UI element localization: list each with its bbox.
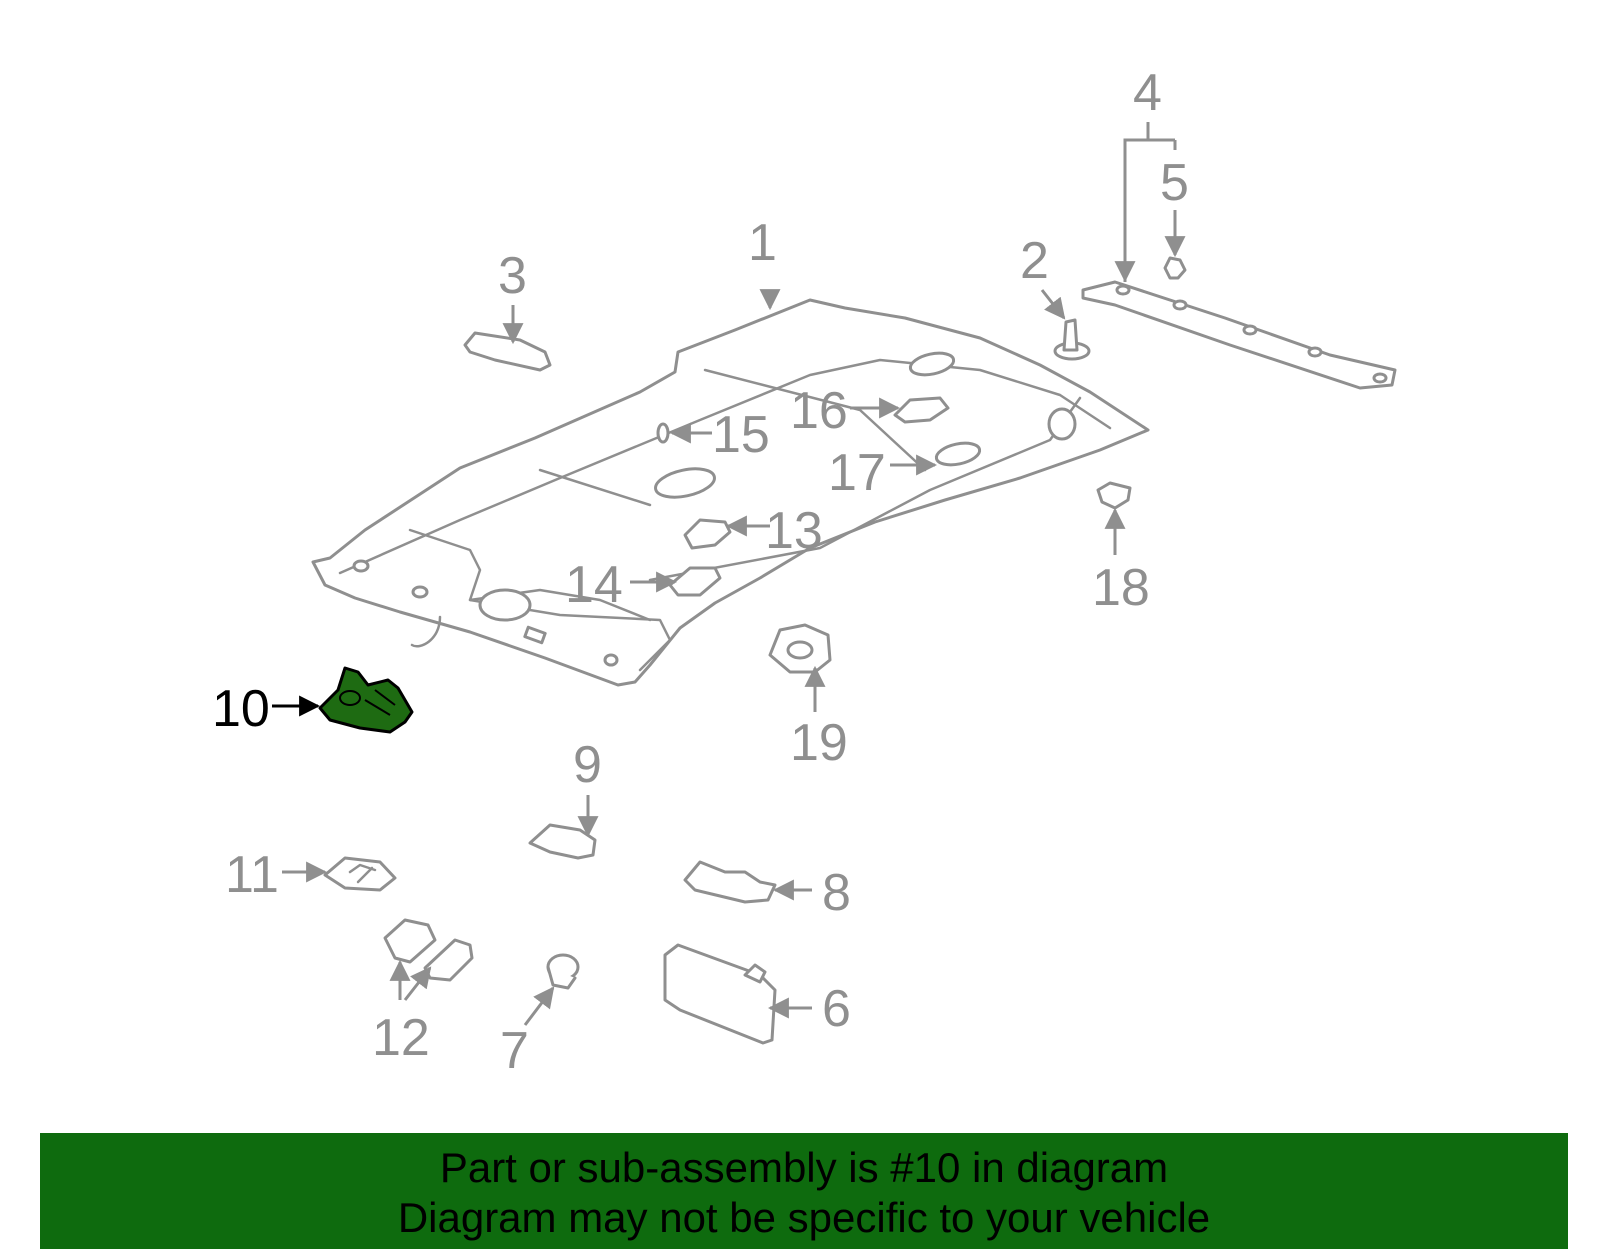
part-7-hook[interactable] [546,953,580,990]
part-4-roof-trim[interactable] [1081,280,1397,390]
info-banner: Part or sub-assembly is #10 in diagram D… [40,1133,1568,1249]
part-9-bracket[interactable] [528,823,597,860]
callout-12: 12 [372,1009,430,1067]
callout-14: 14 [565,556,623,614]
banner-line-1: Part or sub-assembly is #10 in diagram [439,1144,1169,1191]
callout-10: 10 [212,680,270,738]
callout-9: 9 [573,736,602,794]
headliner-part[interactable] [311,298,1150,687]
callout-8: 8 [822,864,851,922]
callout-16: 16 [790,382,848,440]
part-14-lamp[interactable] [668,566,722,597]
callout-3: 3 [498,247,527,305]
part-15-clip[interactable] [656,422,670,444]
part-16-lamp[interactable] [893,396,950,424]
part-10-highlighted[interactable] [318,666,414,734]
callout-1: 1 [748,214,777,272]
part-2-clip[interactable] [1053,318,1091,361]
callout-7: 7 [500,1022,529,1080]
part-19-hook[interactable] [768,623,832,674]
callout-4: 4 [1133,64,1162,122]
part-6-sun-visor[interactable] [663,943,777,1045]
callout-19: 19 [790,714,848,772]
part-3-handle[interactable] [463,331,552,372]
callout-6: 6 [822,980,851,1038]
banner-line-2: Diagram may not be specific to your vehi… [397,1194,1211,1241]
part-5-clip[interactable] [1163,256,1187,280]
callout-2: 2 [1020,232,1049,290]
callout-13: 13 [765,502,823,560]
callout-17: 17 [828,444,886,502]
callout-5: 5 [1160,154,1189,212]
part-18-hook[interactable] [1096,481,1132,510]
part-12-covers[interactable] [383,918,474,982]
callout-11: 11 [225,846,279,904]
callout-15: 15 [712,406,770,464]
part-8-bracket[interactable] [683,860,777,904]
part-11-lamp[interactable] [323,856,397,892]
callout-18: 18 [1092,559,1150,617]
